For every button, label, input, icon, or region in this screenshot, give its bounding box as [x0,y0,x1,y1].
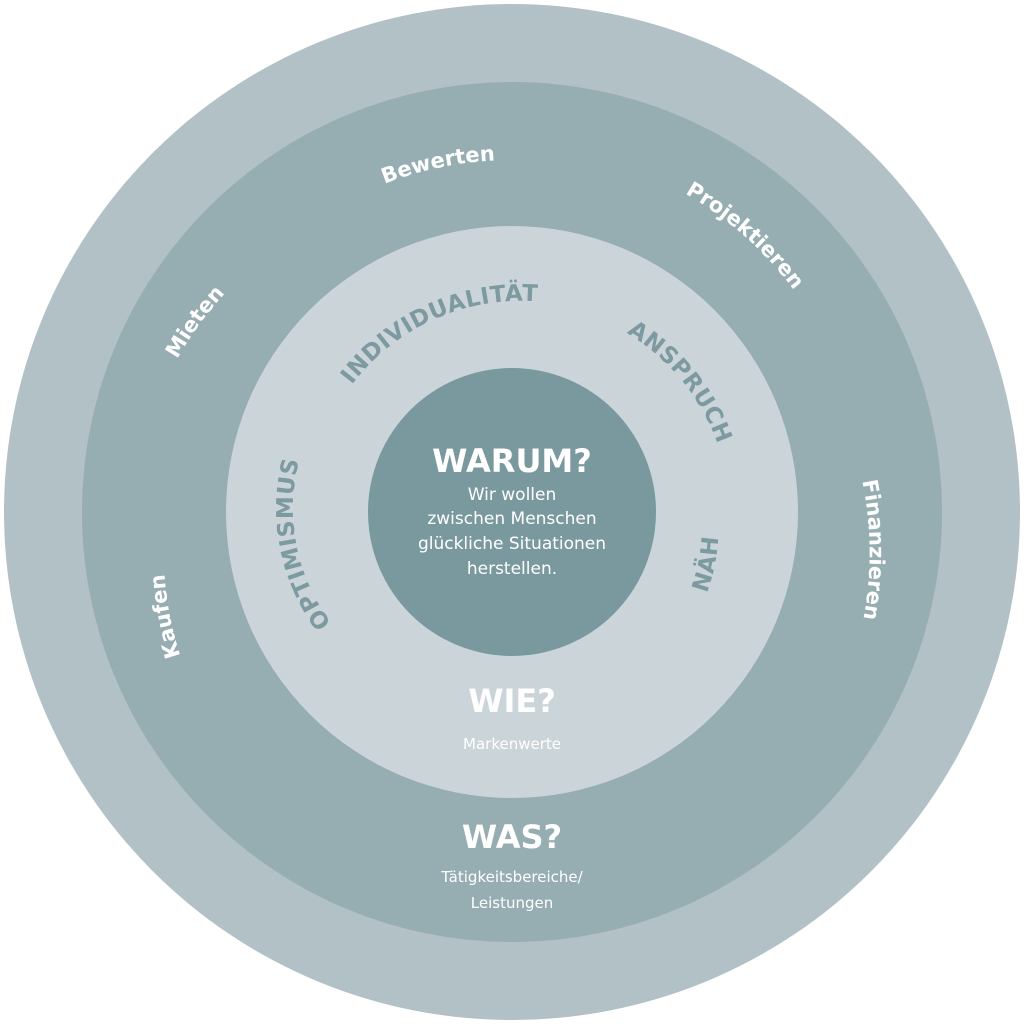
wie-subtitle: Markenwerte [463,735,561,753]
was-subtitle-line-2: Leistungen [471,894,553,912]
was-subtitle-line-1: Tätigkeitsbereiche/ [440,868,583,886]
core-line-3: glückliche Situationen [418,534,606,554]
wie-title: WIE? [468,682,556,720]
core-line-2: zwischen Menschen [427,509,596,529]
core-circle [368,368,656,656]
core-title: WARUM? [432,442,592,480]
was-title: WAS? [462,818,562,856]
core-line-4: herstellen. [467,559,557,579]
core-line-1: Wir wollen [468,485,557,505]
